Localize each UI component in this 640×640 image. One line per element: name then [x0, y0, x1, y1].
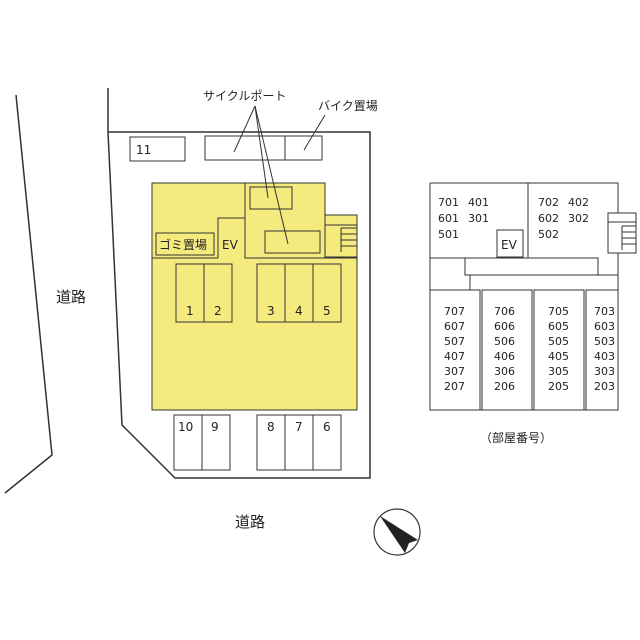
leader-lines — [233, 105, 326, 245]
room-number: 503 — [594, 335, 615, 348]
room-number: 301 — [468, 212, 489, 225]
parking-space-2 — [203, 263, 233, 323]
room-number: 206 — [494, 380, 515, 393]
room-number: 205 — [548, 380, 569, 393]
ev-label-site: EV — [222, 238, 239, 252]
parking-label: 2 — [214, 304, 222, 318]
parking-label: 11 — [136, 143, 151, 157]
room-number: 501 — [438, 228, 459, 241]
building-partition-2 — [244, 218, 357, 259]
room-column-4 — [585, 289, 619, 411]
room-column-3 — [533, 289, 585, 411]
room-number: 601 — [438, 212, 459, 225]
parking-label: 10 — [178, 420, 193, 434]
room-column-1 — [429, 289, 481, 411]
parking-space-6 — [312, 414, 342, 471]
corridor-line-2 — [430, 257, 599, 275]
room-number: 303 — [594, 365, 615, 378]
room-number: 701 — [438, 196, 459, 209]
room-number: 706 — [494, 305, 515, 318]
bike-parking-label: バイク置場 — [318, 99, 378, 113]
room-number: 607 — [444, 320, 465, 333]
room-number: 602 — [538, 212, 559, 225]
parking-label: 8 — [267, 420, 275, 434]
ev-label-floor: EV — [501, 238, 518, 252]
room-number: 207 — [444, 380, 465, 393]
room-number: 507 — [444, 335, 465, 348]
north-arrow-needle — [380, 516, 418, 553]
road-edge-left — [4, 94, 53, 494]
room-number: 502 — [538, 228, 559, 241]
bike-parking-area — [284, 135, 323, 161]
parking-label: 3 — [267, 304, 275, 318]
building-partition — [152, 183, 246, 259]
room-number: 703 — [594, 305, 615, 318]
room-number: 402 — [568, 196, 589, 209]
room-number: 405 — [548, 350, 569, 363]
room-column-2 — [481, 289, 533, 411]
room-number: 403 — [594, 350, 615, 363]
room-number: 406 — [494, 350, 515, 363]
room-number: 505 — [548, 335, 569, 348]
parking-label: 7 — [295, 420, 303, 434]
parking-label: 4 — [295, 304, 303, 318]
road-label-left: 道路 — [56, 288, 86, 306]
site-boundary — [107, 88, 371, 479]
parking-label: 5 — [323, 304, 331, 318]
room-number: 707 — [444, 305, 465, 318]
room-number: 506 — [494, 335, 515, 348]
cycle-port-label: サイクルポート — [203, 89, 286, 103]
cycle-port-area — [204, 135, 286, 161]
room-number: 306 — [494, 365, 515, 378]
parking-space-9 — [201, 414, 231, 471]
garbage-area — [155, 232, 215, 256]
room-number: 702 — [538, 196, 559, 209]
room-number: 603 — [594, 320, 615, 333]
room-number: 407 — [444, 350, 465, 363]
cycle-port-box-1 — [249, 186, 293, 210]
floorplan-ev — [496, 229, 524, 258]
parking-label: 1 — [186, 304, 194, 318]
room-number: 705 — [548, 305, 569, 318]
parking-space-11 — [129, 136, 186, 162]
room-number: 605 — [548, 320, 569, 333]
room-number: 203 — [594, 380, 615, 393]
room-number: 401 — [468, 196, 489, 209]
room-number: 302 — [568, 212, 589, 225]
parking-label: 6 — [323, 420, 331, 434]
room-number: 305 — [548, 365, 569, 378]
road-label-bottom: 道路 — [235, 513, 265, 531]
stairs-lines — [325, 224, 357, 252]
garbage-label: ゴミ置場 — [159, 237, 207, 252]
room-number: 606 — [494, 320, 515, 333]
room-number-caption: （部屋番号） — [480, 430, 552, 445]
cycle-port-box-2 — [264, 230, 321, 254]
parking-space-5 — [312, 263, 342, 323]
corridor-line — [430, 257, 618, 276]
parking-label: 9 — [211, 420, 219, 434]
room-number: 307 — [444, 365, 465, 378]
